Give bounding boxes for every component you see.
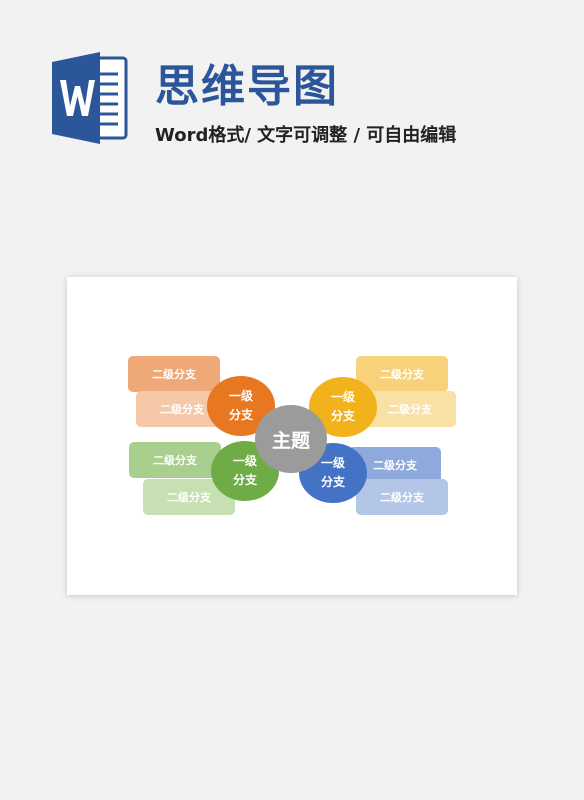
document-page: 二级分支 二级分支 一级 分支 二级分支 二级分支 一级 分支 二级分支 二级分…	[67, 277, 517, 595]
page-title: 思维导图	[155, 61, 339, 112]
primary-branch-label-line1: 一级	[232, 454, 257, 468]
primary-branch-label-line2: 分支	[232, 473, 257, 487]
secondary-branch-yellow-2[interactable]: 二级分支	[364, 391, 456, 427]
central-topic[interactable]: 主题	[255, 405, 327, 473]
word-icon	[52, 52, 128, 144]
secondary-branch-label: 二级分支	[152, 368, 196, 381]
primary-branch-label-line1: 一级	[330, 390, 355, 404]
primary-branch-label-line2: 分支	[228, 408, 253, 422]
secondary-branch-blue-2[interactable]: 二级分支	[356, 479, 448, 515]
central-topic-label: 主题	[271, 429, 310, 452]
secondary-branch-orange-1[interactable]: 二级分支	[128, 356, 220, 392]
secondary-branch-label: 二级分支	[388, 403, 432, 416]
primary-branch-label-line2: 分支	[330, 409, 355, 423]
primary-branch-label-line1: 一级	[228, 389, 253, 403]
secondary-branch-label: 二级分支	[380, 368, 424, 381]
primary-branch-yellow[interactable]: 一级 分支	[309, 377, 377, 437]
secondary-branch-label: 二级分支	[153, 454, 197, 467]
secondary-branch-label: 二级分支	[380, 491, 424, 504]
secondary-branch-label: 二级分支	[160, 403, 204, 416]
secondary-branch-green-1[interactable]: 二级分支	[129, 442, 221, 478]
primary-branch-label-line1: 一级	[320, 456, 345, 470]
primary-branch-label-line2: 分支	[320, 475, 345, 489]
page-subtitle: Word格式/ 文字可调整 / 可自由编辑	[155, 125, 457, 146]
secondary-branch-yellow-1[interactable]: 二级分支	[356, 356, 448, 392]
secondary-branch-label: 二级分支	[373, 459, 417, 472]
secondary-branch-label: 二级分支	[167, 491, 211, 504]
